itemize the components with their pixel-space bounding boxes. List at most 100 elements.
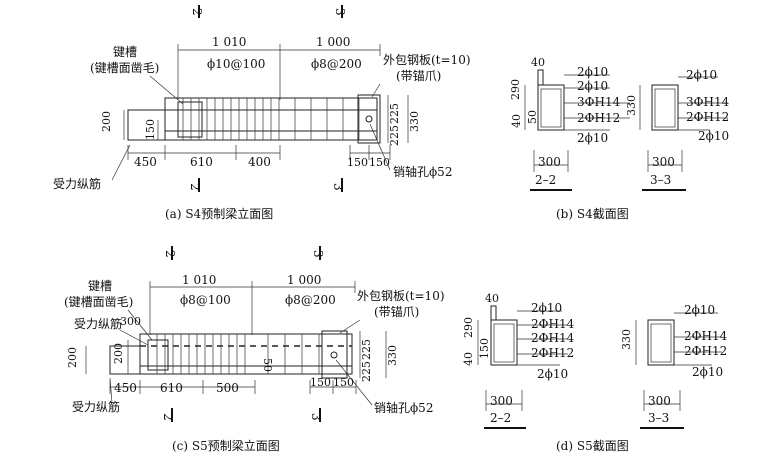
stirrups-dense bbox=[182, 98, 280, 140]
sec33-label: 3–3 bbox=[650, 173, 671, 187]
s5-keyway-sub: (键槽面凿毛) bbox=[64, 295, 133, 309]
sec22-label: 2–2 bbox=[535, 173, 556, 187]
section33-body bbox=[651, 84, 679, 131]
sec22-dim-40: 40 bbox=[510, 114, 523, 128]
section-mark-3-top-label: 3 bbox=[333, 8, 347, 16]
s5-sec22-r2: 2ΦH14 bbox=[531, 317, 575, 331]
caption-d: (d) S5截面图 bbox=[556, 439, 629, 453]
dim-150b: 150 bbox=[369, 156, 390, 169]
s5-section33-body bbox=[647, 319, 675, 366]
caption-c: (c) S5预制梁立面图 bbox=[172, 438, 280, 453]
s5-long-bar-bottom-label: 受力纵筋 bbox=[72, 399, 120, 414]
stirrup-left-label: ϕ10@100 bbox=[207, 57, 265, 71]
caption-b: (b) S4截面图 bbox=[556, 207, 629, 221]
stirrup-right-label: ϕ8@200 bbox=[311, 57, 362, 71]
sec33-dim-300: 300 bbox=[652, 155, 675, 169]
s5-sec33-r4: 2ϕ10 bbox=[692, 365, 723, 379]
dim-200: 200 bbox=[100, 111, 113, 132]
long-bar-left bbox=[127, 109, 165, 141]
plate-label: 外包钢板(t=10) bbox=[383, 53, 471, 67]
s5-section-mark-3-bottom: 3 bbox=[309, 413, 323, 421]
s5-dim-150b: 150 bbox=[333, 376, 354, 389]
dim-225b: 225 bbox=[388, 125, 401, 146]
s5-dim-225a: 225 bbox=[360, 339, 373, 360]
section-mark-2-top-label: 2 bbox=[190, 8, 204, 16]
s5-sec22-r4: 2ΦH12 bbox=[531, 346, 574, 360]
keyway-label: 键槽 bbox=[113, 45, 137, 59]
sec33-r2: 3ΦH14 bbox=[686, 95, 730, 109]
s5-sec22-dim-290: 290 bbox=[462, 317, 475, 338]
dim-330: 330 bbox=[408, 111, 421, 132]
s5-sec33-r1: 2ϕ10 bbox=[684, 303, 715, 317]
sec22-dim-300: 300 bbox=[538, 155, 561, 169]
s5-steel-plate bbox=[321, 330, 348, 379]
section22-body bbox=[537, 84, 565, 131]
dim-1010: 1 010 bbox=[212, 35, 246, 49]
dim-150a: 150 bbox=[347, 156, 368, 169]
s5-beam-body bbox=[139, 333, 353, 375]
plate-sub-label: (带锚爪) bbox=[396, 68, 441, 83]
section-mark-2-bottom-label: 2 bbox=[188, 183, 202, 191]
s5-pin-label: 销轴孔ϕ52 bbox=[374, 400, 433, 415]
section-mark-3-bottom-label: 3 bbox=[331, 183, 345, 191]
dim-610: 610 bbox=[190, 155, 213, 169]
s5-dim-225b: 225 bbox=[360, 361, 373, 382]
s5-dim-330: 330 bbox=[386, 345, 399, 366]
sec22-dim-40top: 40 bbox=[531, 56, 545, 69]
s4-elevation: 2 2 3 3 1 010 1 000 ϕ10@100 ϕ8@200 bbox=[53, 5, 471, 221]
pin-hole bbox=[365, 115, 373, 123]
s5-sec22-dim-40top: 40 bbox=[485, 292, 499, 305]
s5-elevation: 2 2 3 3 1 010 1 000 ϕ8@100 ϕ8@200 bbox=[64, 246, 445, 453]
s5-sec22-label: 2–2 bbox=[490, 411, 511, 425]
sec33-r4: 2ϕ10 bbox=[698, 129, 729, 143]
s5-sections: 2ϕ10 2ΦH14 2ΦH14 2ΦH12 2ϕ10 40 290 40 15… bbox=[462, 292, 728, 453]
stirrups-sparse bbox=[294, 98, 360, 140]
s5-keyway bbox=[147, 339, 169, 371]
dim-400: 400 bbox=[248, 155, 271, 169]
sec22-r4: 2ΦH12 bbox=[577, 111, 620, 125]
s5-long-bar-left bbox=[109, 345, 140, 375]
s5-sec33-r3: 2ΦH12 bbox=[684, 344, 727, 358]
sec33-r1: 2ϕ10 bbox=[686, 68, 717, 82]
s5-sec33-dim-330: 330 bbox=[620, 329, 633, 350]
s5-dim-300: 300 bbox=[120, 315, 141, 328]
s5-dim-500: 500 bbox=[216, 381, 239, 395]
s5-sec22-r1: 2ϕ10 bbox=[531, 301, 562, 315]
steel-plate bbox=[357, 94, 381, 144]
s5-sec33-r2: 2ΦH14 bbox=[684, 329, 728, 343]
dim-450: 450 bbox=[134, 155, 157, 169]
s5-section-mark-3-top: 3 bbox=[311, 250, 325, 258]
keyway-sub-label: (键槽面凿毛) bbox=[90, 61, 159, 75]
s4-sections: 2ϕ10 2ϕ10 3ΦH14 2ΦH12 2ϕ10 40 290 40 50 … bbox=[509, 56, 730, 221]
s5-stirrups-sparse bbox=[267, 334, 320, 374]
caption-a: (a) S4预制梁立面图 bbox=[165, 206, 273, 221]
s5-dim-450: 450 bbox=[114, 381, 137, 395]
s5-dim-150a: 150 bbox=[310, 376, 331, 389]
s5-sec22-dim-150: 150 bbox=[478, 338, 491, 359]
s5-section22-body bbox=[490, 319, 518, 366]
s5-keyway-label: 键槽 bbox=[88, 279, 112, 293]
s5-long-bar-top-label: 受力纵筋 bbox=[74, 316, 122, 331]
sec22-r2: 2ϕ10 bbox=[577, 79, 608, 93]
sec33-r3: 2ΦH12 bbox=[686, 110, 729, 124]
sec22-r3: 3ΦH14 bbox=[577, 95, 621, 109]
sec22-dim-50: 50 bbox=[526, 110, 539, 124]
long-bar-label: 受力纵筋 bbox=[53, 176, 101, 191]
s5-sec22-dim-40: 40 bbox=[462, 352, 475, 366]
s5-dim-50: 50 bbox=[261, 358, 274, 372]
dim-150: 150 bbox=[144, 119, 157, 140]
dim-225a: 225 bbox=[388, 103, 401, 124]
sec22-r5: 2ϕ10 bbox=[577, 131, 608, 145]
s5-dim-1000: 1 000 bbox=[287, 273, 321, 287]
s5-dim-200: 200 bbox=[66, 347, 79, 368]
s5-sec33-dim-300: 300 bbox=[648, 394, 671, 408]
s5-dim-1010: 1 010 bbox=[182, 273, 216, 287]
s5-section-mark-2-bottom: 2 bbox=[161, 413, 175, 421]
s5-sec22-r5: 2ϕ10 bbox=[537, 367, 568, 381]
s5-dim-200b: 200 bbox=[112, 343, 125, 364]
s5-sec22-dim-300: 300 bbox=[490, 394, 513, 408]
s5-sec22-r3: 2ΦH14 bbox=[531, 331, 575, 345]
sec33-dim-330: 330 bbox=[625, 95, 638, 116]
